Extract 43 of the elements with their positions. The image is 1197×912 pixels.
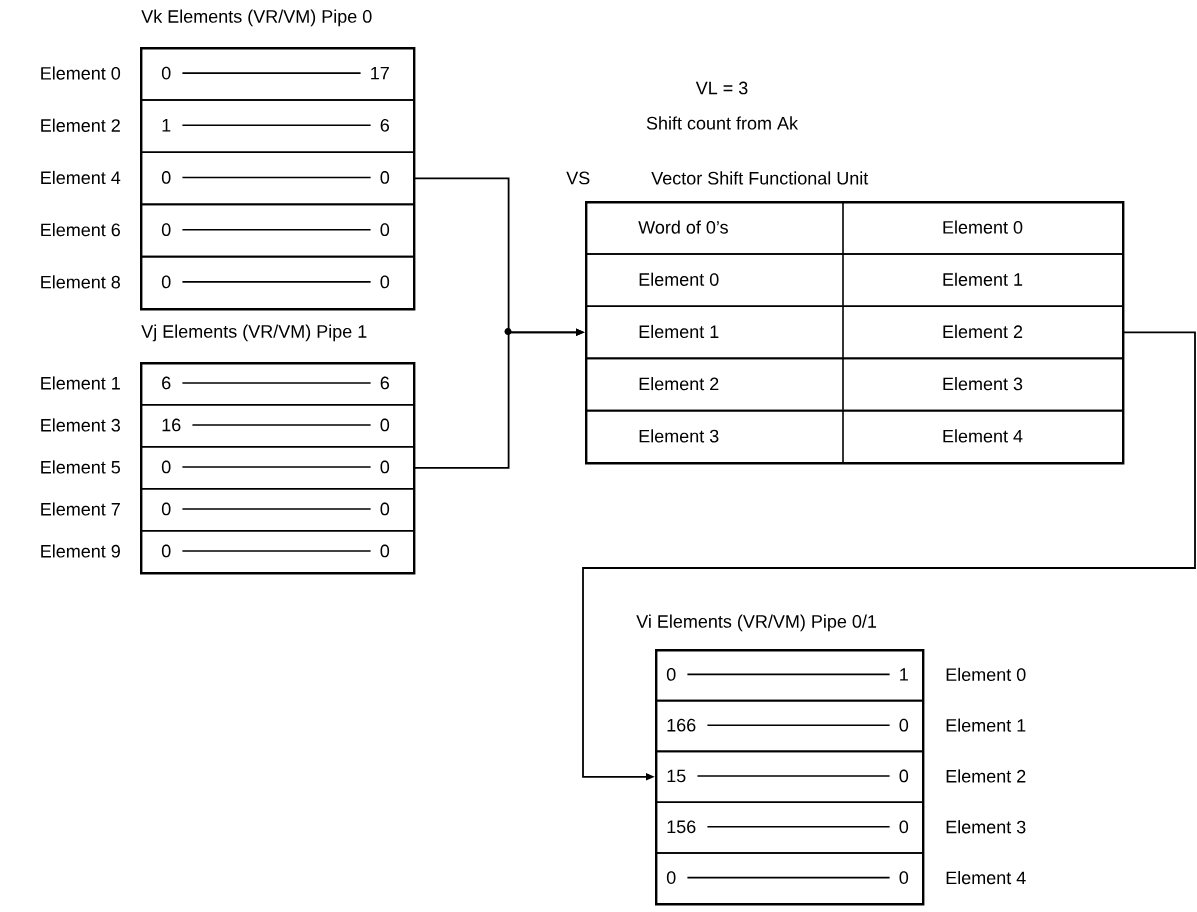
element-label: Element 2 [41, 118, 120, 132]
element-label: Element 2 [946, 769, 1026, 783]
register-row: 0 1 [655, 649, 924, 702]
element-label: Element 1 [41, 376, 120, 390]
node-label: Vj Elements (VR/VM) Pipe 1 [141, 324, 367, 342]
register-row: 0 0 [655, 852, 924, 905]
table-row: Element 1 Element 2 [585, 304, 1124, 360]
table-row: Element 0 Element 1 [585, 252, 1124, 307]
register-row: 16 0 [140, 403, 415, 448]
element-label: Element 3 [41, 418, 120, 432]
element-label: Element 6 [41, 223, 120, 237]
table-row: Word of 0’s Element 0 [585, 200, 1124, 255]
register-row: 0 0 [140, 255, 415, 310]
register-row: 0 0 [140, 487, 415, 532]
register-row: 1 6 [140, 99, 415, 153]
arrow [582, 331, 1196, 781]
element-label: Element 8 [41, 275, 120, 289]
register-row: 0 17 [140, 47, 415, 101]
element-label: Element 0 [946, 667, 1026, 681]
register-row: 6 6 [140, 361, 415, 406]
node-label: VS [566, 171, 590, 185]
element-label: Element 9 [41, 544, 120, 558]
element-label: Element 0 [41, 66, 121, 80]
register-row: 0 0 [140, 151, 415, 206]
element-label: Element 4 [41, 170, 121, 185]
register-row: 166 0 [655, 699, 924, 753]
note-text: Shift count from Ak [646, 116, 799, 130]
note-text: VL = 3 [695, 81, 748, 95]
node-label: Vi Elements (VR/VM) Pipe 0/1 [636, 614, 877, 632]
element-label: Element 4 [946, 870, 1026, 885]
node-label: Vector Shift Functional Unit [651, 171, 869, 185]
table-row: Element 2 Element 3 [585, 356, 1124, 412]
register-row: 156 0 [655, 801, 924, 854]
register-row: 0 0 [140, 530, 415, 574]
register-row: 0 0 [140, 203, 415, 258]
node-label: Vk Elements (VR/VM) Pipe 0 [141, 9, 372, 27]
element-label: Element 1 [946, 718, 1026, 732]
element-label: Element 5 [41, 460, 121, 474]
register-row: 15 0 [655, 750, 924, 803]
element-label: Element 3 [946, 820, 1026, 834]
register-row: 0 0 [140, 445, 415, 490]
element-label: Element 7 [41, 502, 120, 516]
table-row: Element 3 Element 4 [585, 409, 1124, 464]
